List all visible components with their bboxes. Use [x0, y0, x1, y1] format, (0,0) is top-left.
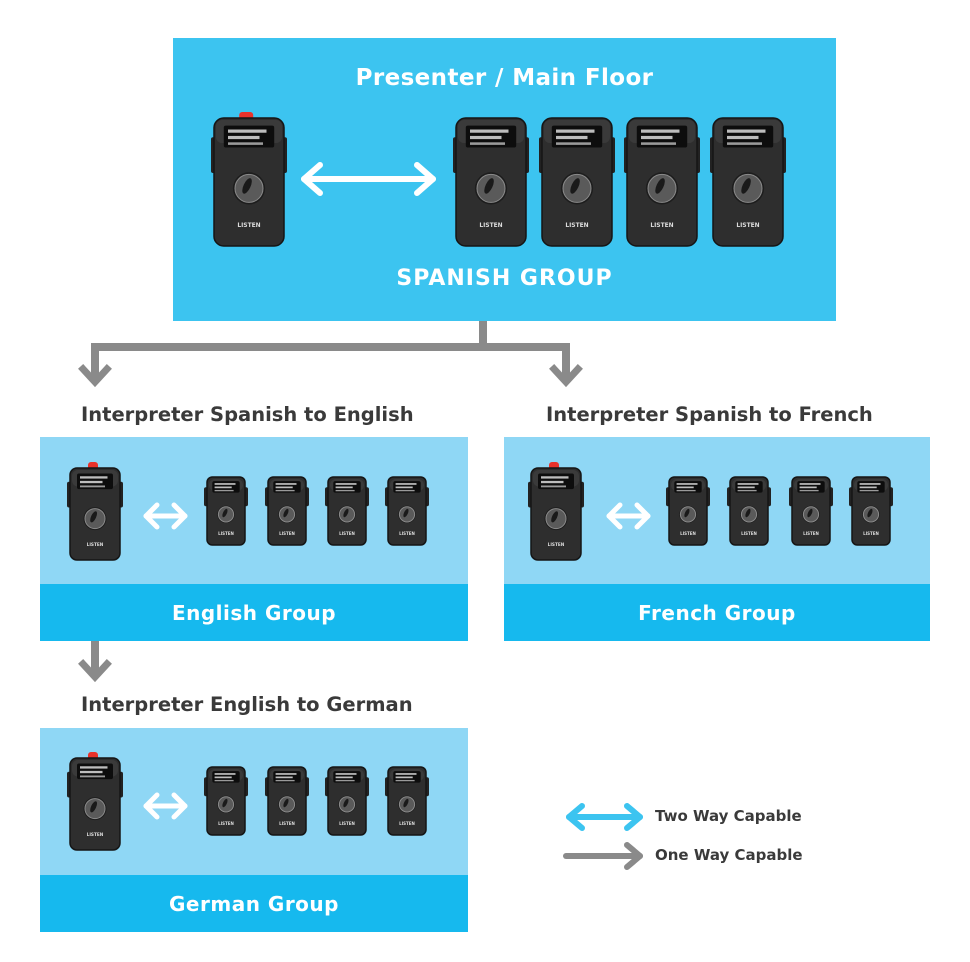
listen-brand-logo: LISTEN — [339, 821, 355, 826]
listen-brand-logo: LISTEN — [279, 821, 295, 826]
listen-brand-logo: LISTEN — [736, 222, 759, 229]
german-two-way-arrow — [143, 792, 188, 820]
english-interpreter-caption: Interpreter Spanish to English — [81, 403, 414, 426]
german-group-band: German Group — [40, 875, 468, 932]
german-receiver-4: LISTEN — [385, 766, 429, 836]
listen-brand-logo: LISTEN — [87, 832, 104, 838]
listen-brand-logo: LISTEN — [548, 542, 565, 548]
legend-one-way-label: One Way Capable — [655, 846, 803, 864]
listen-brand-logo: LISTEN — [218, 531, 234, 536]
main-panel-title: Presenter / Main Floor — [355, 65, 654, 91]
english-group-band: English Group — [40, 584, 468, 641]
listen-brand-logo: LISTEN — [565, 222, 588, 229]
one-way-arrowhead-english — [78, 364, 112, 388]
german-interpreter-caption: Interpreter English to German — [81, 693, 413, 716]
listen-brand-logo: LISTEN — [218, 821, 234, 826]
listen-brand-logo: LISTEN — [339, 531, 355, 536]
french-receiver-2: LISTEN — [727, 476, 771, 546]
listen-brand-logo: LISTEN — [479, 222, 502, 229]
one-way-connector-english-to-german — [78, 641, 112, 683]
english-group-label: English Group — [171, 600, 337, 625]
listen-brand-logo: LISTEN — [237, 222, 260, 229]
german-receiver-3: LISTEN — [325, 766, 369, 836]
english-receiver-3: LISTEN — [325, 476, 369, 546]
english-receiver-4: LISTEN — [385, 476, 429, 546]
german-transmitter: LISTEN — [67, 752, 123, 851]
main-receiver-2: LISTEN — [539, 117, 615, 247]
main-receiver-3: LISTEN — [624, 117, 700, 247]
main-transmitter: LISTEN — [211, 112, 287, 247]
legend-one-way-arrow — [563, 842, 643, 870]
french-group-band: French Group — [504, 584, 930, 641]
listen-brand-logo: LISTEN — [87, 542, 104, 548]
legend-two-way-arrow — [566, 803, 643, 831]
listen-brand-logo: LISTEN — [803, 531, 819, 536]
listen-brand-logo: LISTEN — [399, 821, 415, 826]
english-transmitter: LISTEN — [67, 462, 123, 561]
listen-brand-logo: LISTEN — [650, 222, 673, 229]
main-receiver-4: LISTEN — [710, 117, 786, 247]
main-two-way-arrow — [301, 162, 436, 196]
french-receiver-4: LISTEN — [849, 476, 893, 546]
legend-two-way-label: Two Way Capable — [655, 807, 802, 825]
french-group-label: French Group — [638, 600, 796, 625]
one-way-connector-main-to-groups — [91, 321, 570, 378]
listen-brand-logo: LISTEN — [399, 531, 415, 536]
listen-brand-logo: LISTEN — [741, 531, 757, 536]
listen-brand-logo: LISTEN — [680, 531, 696, 536]
german-receiver-1: LISTEN — [204, 766, 248, 836]
one-way-arrowhead-french — [549, 364, 583, 388]
english-receiver-1: LISTEN — [204, 476, 248, 546]
english-receiver-2: LISTEN — [265, 476, 309, 546]
listen-brand-logo: LISTEN — [863, 531, 879, 536]
french-two-way-arrow — [606, 502, 651, 530]
listen-brand-logo: LISTEN — [279, 531, 295, 536]
spanish-group-label: SPANISH GROUP — [396, 266, 613, 291]
main-receiver-1: LISTEN — [453, 117, 529, 247]
english-two-way-arrow — [143, 502, 188, 530]
german-group-label: German Group — [169, 891, 339, 916]
french-receiver-1: LISTEN — [666, 476, 710, 546]
french-interpreter-caption: Interpreter Spanish to French — [546, 403, 873, 426]
french-receiver-3: LISTEN — [789, 476, 833, 546]
french-transmitter: LISTEN — [528, 462, 584, 561]
german-receiver-2: LISTEN — [265, 766, 309, 836]
